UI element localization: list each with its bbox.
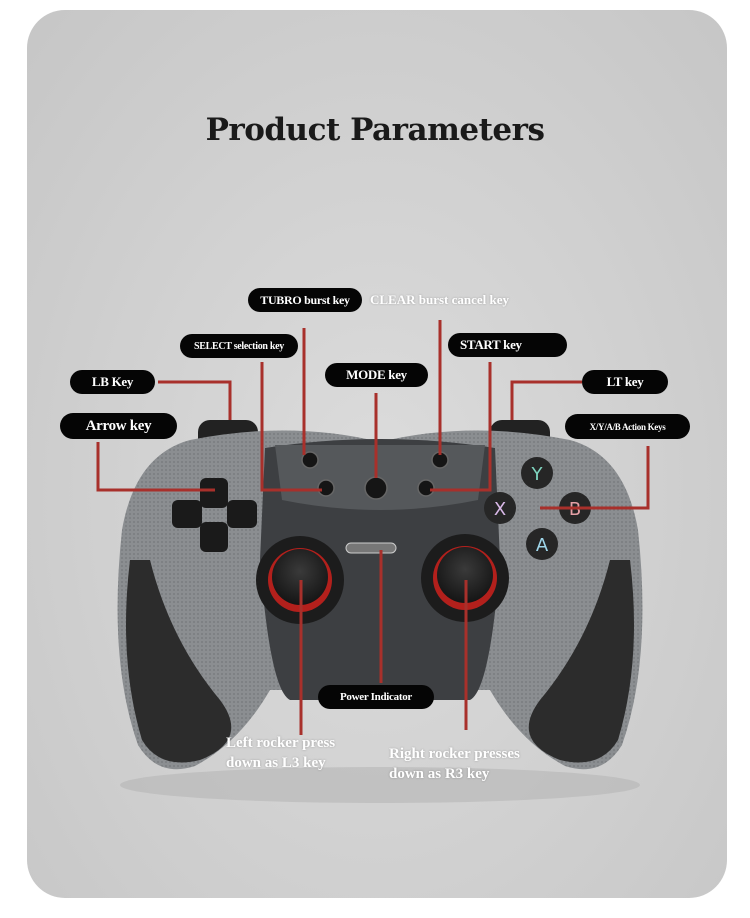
page-title: Product Parameters <box>205 112 545 148</box>
right-stick[interactable] <box>421 534 509 622</box>
left-grip-shade <box>126 560 232 763</box>
turbo-button[interactable] <box>301 451 319 469</box>
lt-line <box>510 380 582 420</box>
dpad[interactable] <box>172 478 257 552</box>
select-button[interactable] <box>317 479 335 497</box>
right-rocker-label: Right rocker presses down as R3 key <box>389 744 520 784</box>
svg-text:Y: Y <box>531 464 544 485</box>
power-indicator-light <box>345 542 397 554</box>
turbo-label: TUBRO burst key <box>248 288 362 312</box>
mode-label: MODE key <box>325 363 428 387</box>
arrow-label: Arrow key <box>60 413 177 439</box>
select-line <box>260 362 322 492</box>
arrow-line <box>96 442 215 492</box>
lb-line <box>158 380 232 420</box>
shadow <box>120 767 640 803</box>
right-grip-shade <box>528 560 634 763</box>
clear-label: CLEAR burst cancel key <box>370 292 510 307</box>
lb-label: LB Key <box>70 370 155 394</box>
leader-lines <box>96 320 650 735</box>
lt-label: LT key <box>582 370 668 394</box>
select-label: SELECT selection key <box>180 334 298 358</box>
start-line <box>430 362 492 492</box>
mode-button[interactable] <box>364 476 388 500</box>
left-rocker-line-1: Left rocker press <box>226 735 336 751</box>
right-rocker-line-1: Right rocker presses <box>389 746 520 762</box>
right-rocker-line-2: down as R3 key <box>389 766 490 782</box>
start-label: START key <box>448 333 567 357</box>
a-button[interactable]: A <box>526 528 558 560</box>
action-line <box>540 446 650 510</box>
y-button[interactable]: Y <box>521 457 553 489</box>
action-label: X/Y/A/B Action Keys <box>565 414 690 439</box>
power-label: Power Indicator <box>318 685 434 709</box>
left-rocker-line-2: down as L3 key <box>226 755 326 771</box>
x-button[interactable]: X <box>484 492 516 524</box>
left-rocker-label: Left rocker press down as L3 key <box>226 733 335 773</box>
svg-text:A: A <box>536 535 549 556</box>
start-button[interactable] <box>417 479 435 497</box>
svg-text:X: X <box>494 499 506 520</box>
